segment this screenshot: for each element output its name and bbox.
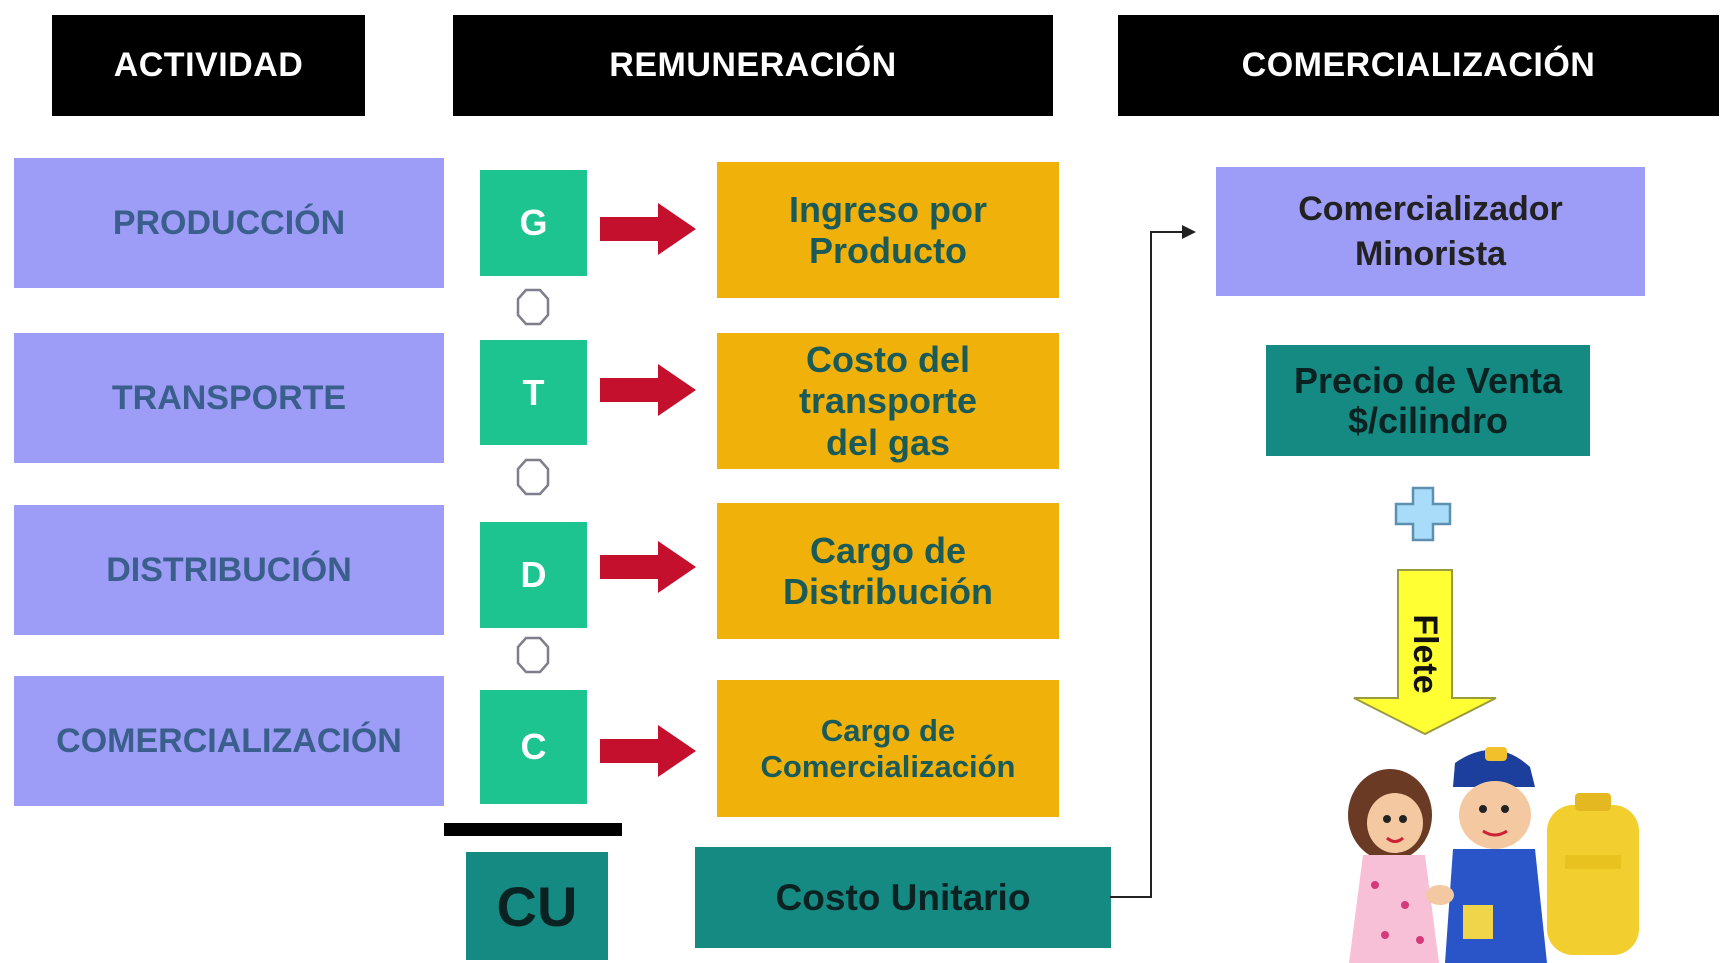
connector-arrow [1110,225,1196,898]
activity-comercializacion: COMERCIALIZACIÓN [14,676,444,806]
remuneration-ingreso: Ingreso por Producto [717,162,1059,298]
plus-icon [516,288,550,326]
header-remuneracion: REMUNERACIÓN [453,15,1053,116]
precio-venta-box: Precio de Venta $/cilindro [1266,345,1590,456]
flete-label: Flete [1406,614,1445,694]
letter-g: G [480,170,587,276]
activity-distribucion: DISTRIBUCIÓN [14,505,444,635]
flete-arrow [1353,569,1497,736]
costo-unitario-box: Costo Unitario [695,847,1111,948]
plus-icon [516,636,550,674]
cu-box: CU [466,852,608,960]
header-comercializacion: COMERCIALIZACIÓN [1118,15,1719,116]
plus-icon [1394,486,1452,542]
activity-transporte: TRANSPORTE [14,333,444,463]
gas-delivery-illustration [1348,747,1639,963]
plus-icon [516,458,550,496]
arrow-right-icon [600,364,696,416]
remuneration-comercializacion: Cargo de Comercialización [717,680,1059,817]
letter-d: D [480,522,587,628]
remuneration-distribucion: Cargo de Distribución [717,503,1059,639]
letter-c: C [480,690,587,804]
letter-t: T [480,340,587,445]
header-actividad: ACTIVIDAD [52,15,365,116]
sum-line [444,823,622,836]
remuneration-transporte: Costo del transporte del gas [717,333,1059,469]
comercializador-minorista-box: Comercializador Minorista [1216,167,1645,296]
arrow-right-icon [600,203,696,255]
arrow-right-icon [600,541,696,593]
arrow-right-icon [600,725,696,777]
activity-produccion: PRODUCCIÓN [14,158,444,288]
